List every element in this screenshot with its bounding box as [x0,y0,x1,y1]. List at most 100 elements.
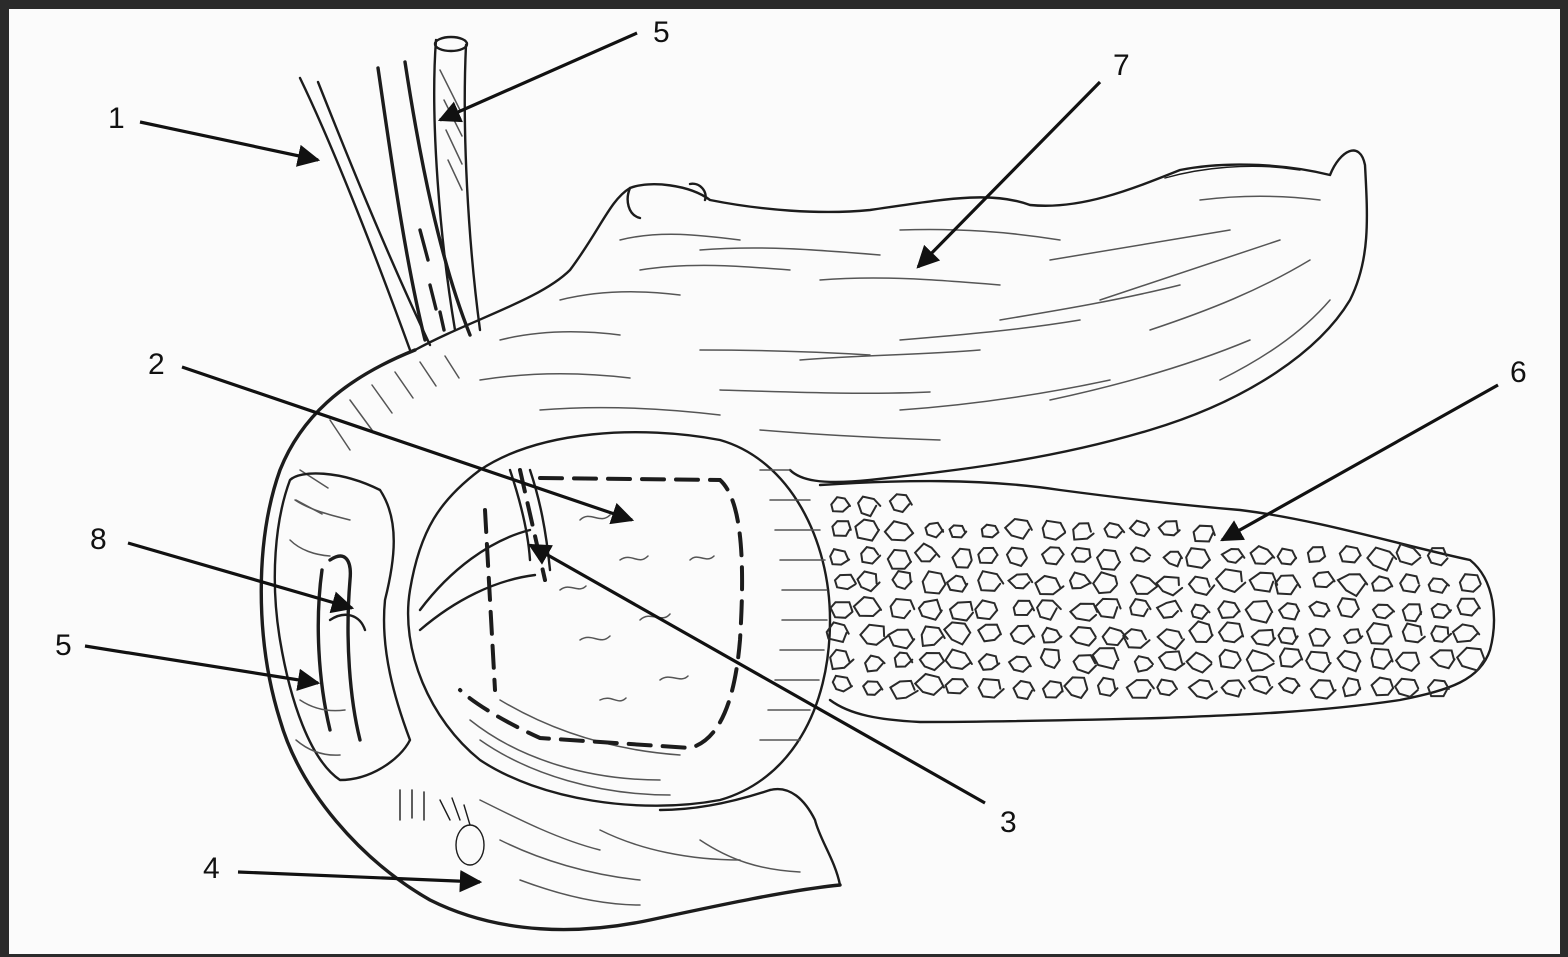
label-1: 1 [108,102,125,135]
cobblestone-lobule [953,549,972,568]
cobblestone-lobule [885,521,913,540]
cobblestone-lobule [1431,650,1455,668]
cobblestone-lobule [1250,573,1278,592]
cobblestone-lobule [1278,549,1297,565]
cobblestone-lobule [1064,677,1087,698]
cobblestone-lobule [919,600,942,620]
cobblestone-lobule [861,547,880,564]
label-5-top: 5 [653,16,670,49]
cobblestone-lobule [975,600,997,619]
cobblestone-lobule [1453,624,1479,642]
cobblestone-lobule [1098,678,1118,696]
cobblestone-lobule [944,622,970,644]
cobblestone-lobule [835,575,856,589]
cobblestone-lobule [1041,649,1060,668]
cobblestone-lobule [979,654,999,670]
cobblestone-lobule [1070,573,1091,589]
pancreatic-tail [820,481,1494,722]
cobblestone-lobule [1194,526,1215,542]
cobblestone-lobule [1131,575,1157,594]
cobblestone-lobule [1367,623,1392,644]
cobblestone-lobule [1157,601,1181,618]
cobblestone-lobule [1189,680,1217,699]
cobblestone-lobule [1429,578,1449,592]
cobblestone-lobule [1306,652,1331,672]
cobblestone-lobule [920,653,944,670]
cobblestone-lobule [1220,650,1241,668]
cobblestone-lobule [854,597,881,616]
cobblestone-lobule [1372,576,1392,590]
cobblestone-lobule [1344,629,1362,643]
cobblestone-lobule [1252,630,1275,646]
arrow-6 [1222,385,1498,540]
cobblestone-lobule [950,602,973,621]
cobblestone-lobule [1037,600,1061,619]
label-8: 8 [90,523,107,556]
label-3: 3 [1000,806,1017,839]
cobblestone-lobule [1011,626,1035,644]
cobblestone-lobule [922,627,945,646]
cobblestone-lobule [1216,569,1245,592]
cobblestone-lobule [926,523,944,538]
cobblestone-lobule [865,656,885,672]
cobblestone-lobule [1164,552,1182,567]
cobblestone-lobule [1311,680,1336,698]
label-4: 4 [203,852,220,885]
cobblestone-lobule [1280,648,1302,666]
pancreatic-head [408,432,830,805]
cobblestone-lobule [1367,548,1396,571]
cobblestone-lobule [1246,601,1273,623]
cobblestone-lobule [1043,681,1063,697]
cobblestone-lobule [1403,624,1425,643]
arrow-1 [140,122,318,160]
cobblestone-lobule [979,679,1004,698]
callout-labels: 1 5 7 2 6 8 5 3 4 [55,16,1527,885]
cobblestone-lobule [1249,676,1272,693]
cobblestone-lobule [1403,604,1422,621]
cobblestone-lobule [858,572,880,592]
cobblestone-lobule [1009,574,1033,588]
cobblestone-lobule [1014,681,1035,699]
cobblestone-lobule [1007,548,1027,566]
cobblestone-lobule [1127,680,1154,698]
arrow-5-top [440,33,637,120]
cobblestone-lobule [1310,629,1330,646]
cobblestone-lobule [1310,602,1330,617]
cobblestone-lobule [1014,601,1034,615]
cobblestone-lobule [832,521,850,536]
cobblestone-lobule [1431,626,1451,642]
label-7: 7 [1113,49,1130,82]
cobblestone-lobule [830,650,853,669]
label-6: 6 [1510,356,1527,389]
cobblestone-lobule [1042,628,1061,643]
cobblestone-lobule [1158,629,1184,649]
cobblestone-lobule [1372,678,1394,696]
cobblestone-lobule [915,544,939,562]
cobblestone-lobule [860,625,888,645]
cobblestone-lobule [1005,519,1032,539]
cobblestone-lobule [1105,523,1125,538]
cobblestone-lobule [1428,548,1448,565]
cobblestone-lobule [1276,575,1301,594]
cobblestone-lobule [947,576,967,592]
cobblestone-lobule [1189,577,1214,595]
cobblestone-lobule [890,681,917,699]
cobblestone-lobule [863,681,882,694]
cobblestone-lobule [1130,521,1149,536]
cobblestone-lobule [1130,599,1150,616]
cobblestone-lobule [1157,577,1183,596]
cobblestone-lobule [1159,521,1180,535]
cobblestone-lobule [1009,657,1031,672]
cobblestone-lobule [1338,574,1367,596]
cobblestone-lobule [1396,653,1419,671]
cobblestone-lobule [946,679,968,693]
cobblestone-lobule [1460,574,1481,592]
label-2: 2 [148,348,165,381]
cobblestone-lobule [1457,648,1485,671]
cobblestone-lobule [1071,627,1096,646]
cobblestone-lobule [1372,649,1393,669]
cobblestone-lobule [923,571,946,593]
cobblestone-lobule [978,571,1003,591]
cobblestone-lobule [1222,549,1245,563]
